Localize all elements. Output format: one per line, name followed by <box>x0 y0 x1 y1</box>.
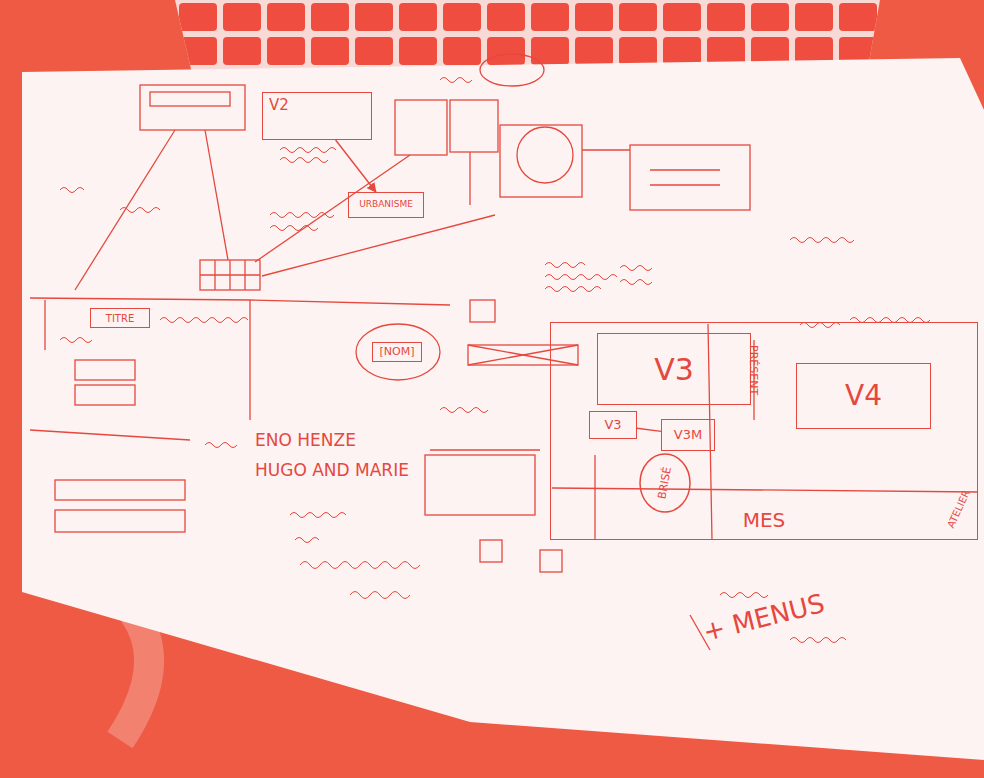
block-box: V3M <box>661 419 715 451</box>
illegible-handwriting <box>60 78 930 643</box>
name-box: [NOM] <box>372 342 422 362</box>
ellipse-outline <box>640 454 690 512</box>
side-note: ATELIER <box>945 488 972 529</box>
node-text: V4 <box>845 381 882 412</box>
connector <box>637 428 661 431</box>
connector <box>336 140 376 192</box>
node-text: V3 <box>654 353 694 386</box>
block-box: V4 <box>796 363 931 429</box>
page-frame: V3V4V3V3MBRISÉMES <box>550 322 978 540</box>
sketch-lines <box>30 54 978 650</box>
menu-note: + MENUS <box>700 588 827 647</box>
vertical-note: PRÉSENT <box>747 345 760 395</box>
node-text: V3M <box>674 428 702 442</box>
name-note: ENO HENZE <box>255 430 356 450</box>
node-text: V2 <box>269 97 289 114</box>
paper-sheet <box>22 58 984 760</box>
block-box: V3 <box>589 411 637 439</box>
node-text: BRISÉ <box>656 466 674 500</box>
ellipse-node: BRISÉ <box>639 453 691 513</box>
node-text: URBANISME <box>359 200 413 210</box>
node-text: MES <box>743 509 786 531</box>
node-text: V3 <box>604 418 621 432</box>
node-text: TITRE <box>106 313 134 324</box>
block-box: V3 <box>597 333 751 405</box>
node-text: [NOM] <box>380 346 415 358</box>
page-box: V2 <box>262 92 372 140</box>
title-box: TITRE <box>90 308 150 328</box>
name-note: HUGO AND MARIE <box>255 460 409 480</box>
page-box: URBANISME <box>348 192 424 218</box>
